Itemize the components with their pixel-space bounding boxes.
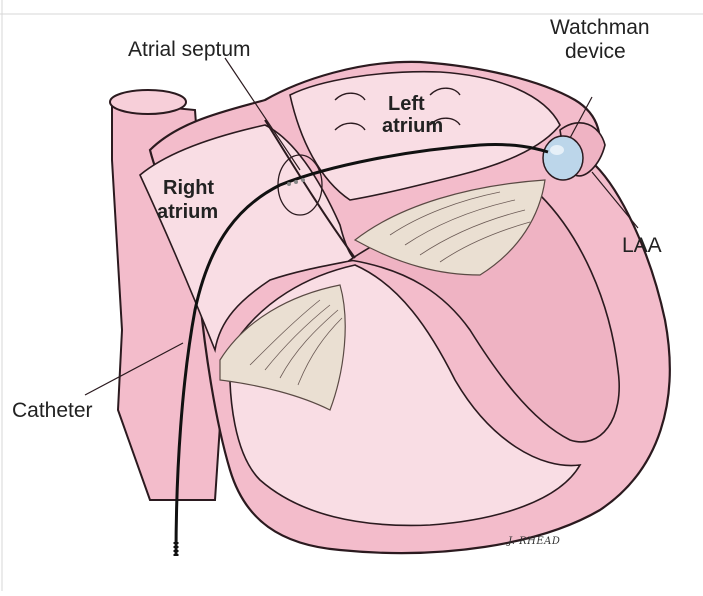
artist-signature: J. RHEAD (508, 536, 560, 547)
watchman-label-line2: device (565, 40, 626, 64)
vena-cava-opening (110, 90, 186, 114)
left-atrium-label-line1: Left (388, 92, 425, 116)
catheter-marker (294, 180, 298, 184)
catheter-label: Catheter (12, 399, 93, 423)
watchman-label-line1: Watchman (550, 16, 650, 40)
laa-label: LAA (622, 234, 662, 258)
catheter-marker (301, 178, 305, 182)
atrial-septum-label: Atrial septum (128, 38, 251, 62)
right-atrium-label-line2: atrium (157, 200, 218, 224)
watchman-device (543, 136, 583, 180)
right-atrium-label-line1: Right (163, 176, 214, 200)
watchman-highlight (550, 145, 564, 155)
left-atrium-label-line2: atrium (382, 114, 443, 138)
catheter-marker (287, 182, 291, 186)
